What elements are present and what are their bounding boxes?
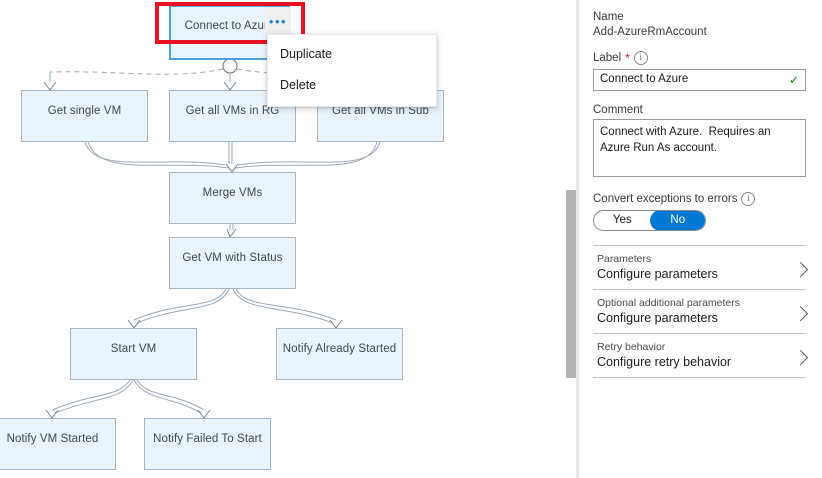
workflow-node-notify-failed-to-start[interactable]: Notify Failed To Start bbox=[144, 418, 271, 470]
parameters-row-label: Configure parameters bbox=[597, 267, 718, 281]
workflow-node-label: Get all VMs in RG bbox=[185, 105, 280, 117]
workflow-node-label: Merge VMs bbox=[202, 187, 263, 199]
retry-behavior-row-sublabel: Retry behavior bbox=[597, 341, 666, 353]
node-context-menu[interactable]: Duplicate Delete bbox=[267, 34, 437, 107]
properties-panel: Name Add-AzureRmAccount Label * i Connec… bbox=[579, 0, 822, 478]
comment-textarea[interactable]: Connect with Azure. Requires an Azure Ru… bbox=[593, 119, 806, 177]
label-field-label-row: Label * i bbox=[593, 51, 806, 65]
divider-line bbox=[593, 377, 806, 378]
convert-exceptions-label: Convert exceptions to errors bbox=[593, 193, 738, 205]
optional-parameters-row[interactable]: Optional additional parameters Configure… bbox=[593, 290, 809, 333]
node-more-options-button[interactable]: ••• bbox=[265, 7, 291, 35]
context-menu-item-duplicate[interactable]: Duplicate bbox=[280, 47, 333, 61]
panel-splitter-handle[interactable] bbox=[566, 190, 576, 378]
divider-line bbox=[593, 245, 806, 246]
parameters-row[interactable]: Parameters Configure parameters bbox=[593, 246, 809, 289]
toggle-option-yes[interactable]: Yes bbox=[612, 214, 632, 226]
optional-parameters-row-label: Configure parameters bbox=[597, 311, 718, 325]
workflow-node-label: Notify Already Started bbox=[282, 343, 397, 355]
workflow-node-label: Start VM bbox=[110, 343, 157, 355]
ellipsis-icon: ••• bbox=[268, 13, 288, 29]
workflow-node-label: Get VM with Status bbox=[182, 252, 283, 264]
valid-check-icon: ✓ bbox=[788, 73, 799, 87]
comment-field-label: Comment bbox=[593, 104, 643, 116]
divider-line bbox=[593, 289, 806, 290]
retry-behavior-row-label: Configure retry behavior bbox=[597, 355, 732, 369]
convert-exceptions-toggle[interactable]: Yes No bbox=[593, 210, 706, 231]
workflow-node-notify-vm-started[interactable]: Notify VM Started bbox=[0, 418, 116, 470]
context-menu-item-delete[interactable]: Delete bbox=[280, 78, 317, 92]
toggle-option-no[interactable]: No bbox=[649, 211, 705, 230]
convert-exceptions-label-row: Convert exceptions to errors i bbox=[593, 192, 806, 206]
info-icon-label[interactable]: i bbox=[633, 51, 648, 65]
workflow-node-label: Get single VM bbox=[47, 105, 122, 117]
label-input-value: Connect to Azure bbox=[600, 73, 689, 85]
workflow-node-get-single-vm[interactable]: Get single VM bbox=[21, 90, 148, 142]
workflow-node-start-vm[interactable]: Start VM bbox=[70, 328, 197, 380]
workflow-node-get-vm-with-status[interactable]: Get VM with Status bbox=[169, 237, 296, 289]
workflow-node-label: Connect to Azure bbox=[184, 20, 275, 32]
workflow-node-notify-already-started[interactable]: Notify Already Started bbox=[276, 328, 403, 380]
optional-parameters-row-sublabel: Optional additional parameters bbox=[597, 297, 741, 309]
label-input[interactable]: Connect to Azure ✓ bbox=[593, 69, 806, 91]
panel-divider bbox=[576, 0, 579, 478]
workflow-node-label: Notify Failed To Start bbox=[153, 433, 262, 445]
workflow-node-label: Get all VMs in Sub bbox=[331, 105, 430, 117]
divider-line bbox=[593, 333, 806, 334]
required-marker: * bbox=[625, 51, 630, 65]
retry-behavior-row[interactable]: Retry behavior Configure retry behavior bbox=[593, 334, 809, 377]
name-field-value: Add-AzureRmAccount bbox=[593, 26, 707, 38]
label-field-label: Label bbox=[593, 52, 622, 64]
workflow-node-merge-vms[interactable]: Merge VMs bbox=[169, 172, 296, 224]
name-field-label: Name bbox=[593, 11, 624, 23]
parameters-row-sublabel: Parameters bbox=[597, 253, 652, 265]
workflow-node-label: Notify VM Started bbox=[6, 433, 99, 445]
info-icon-convert-exceptions[interactable]: i bbox=[741, 192, 756, 206]
